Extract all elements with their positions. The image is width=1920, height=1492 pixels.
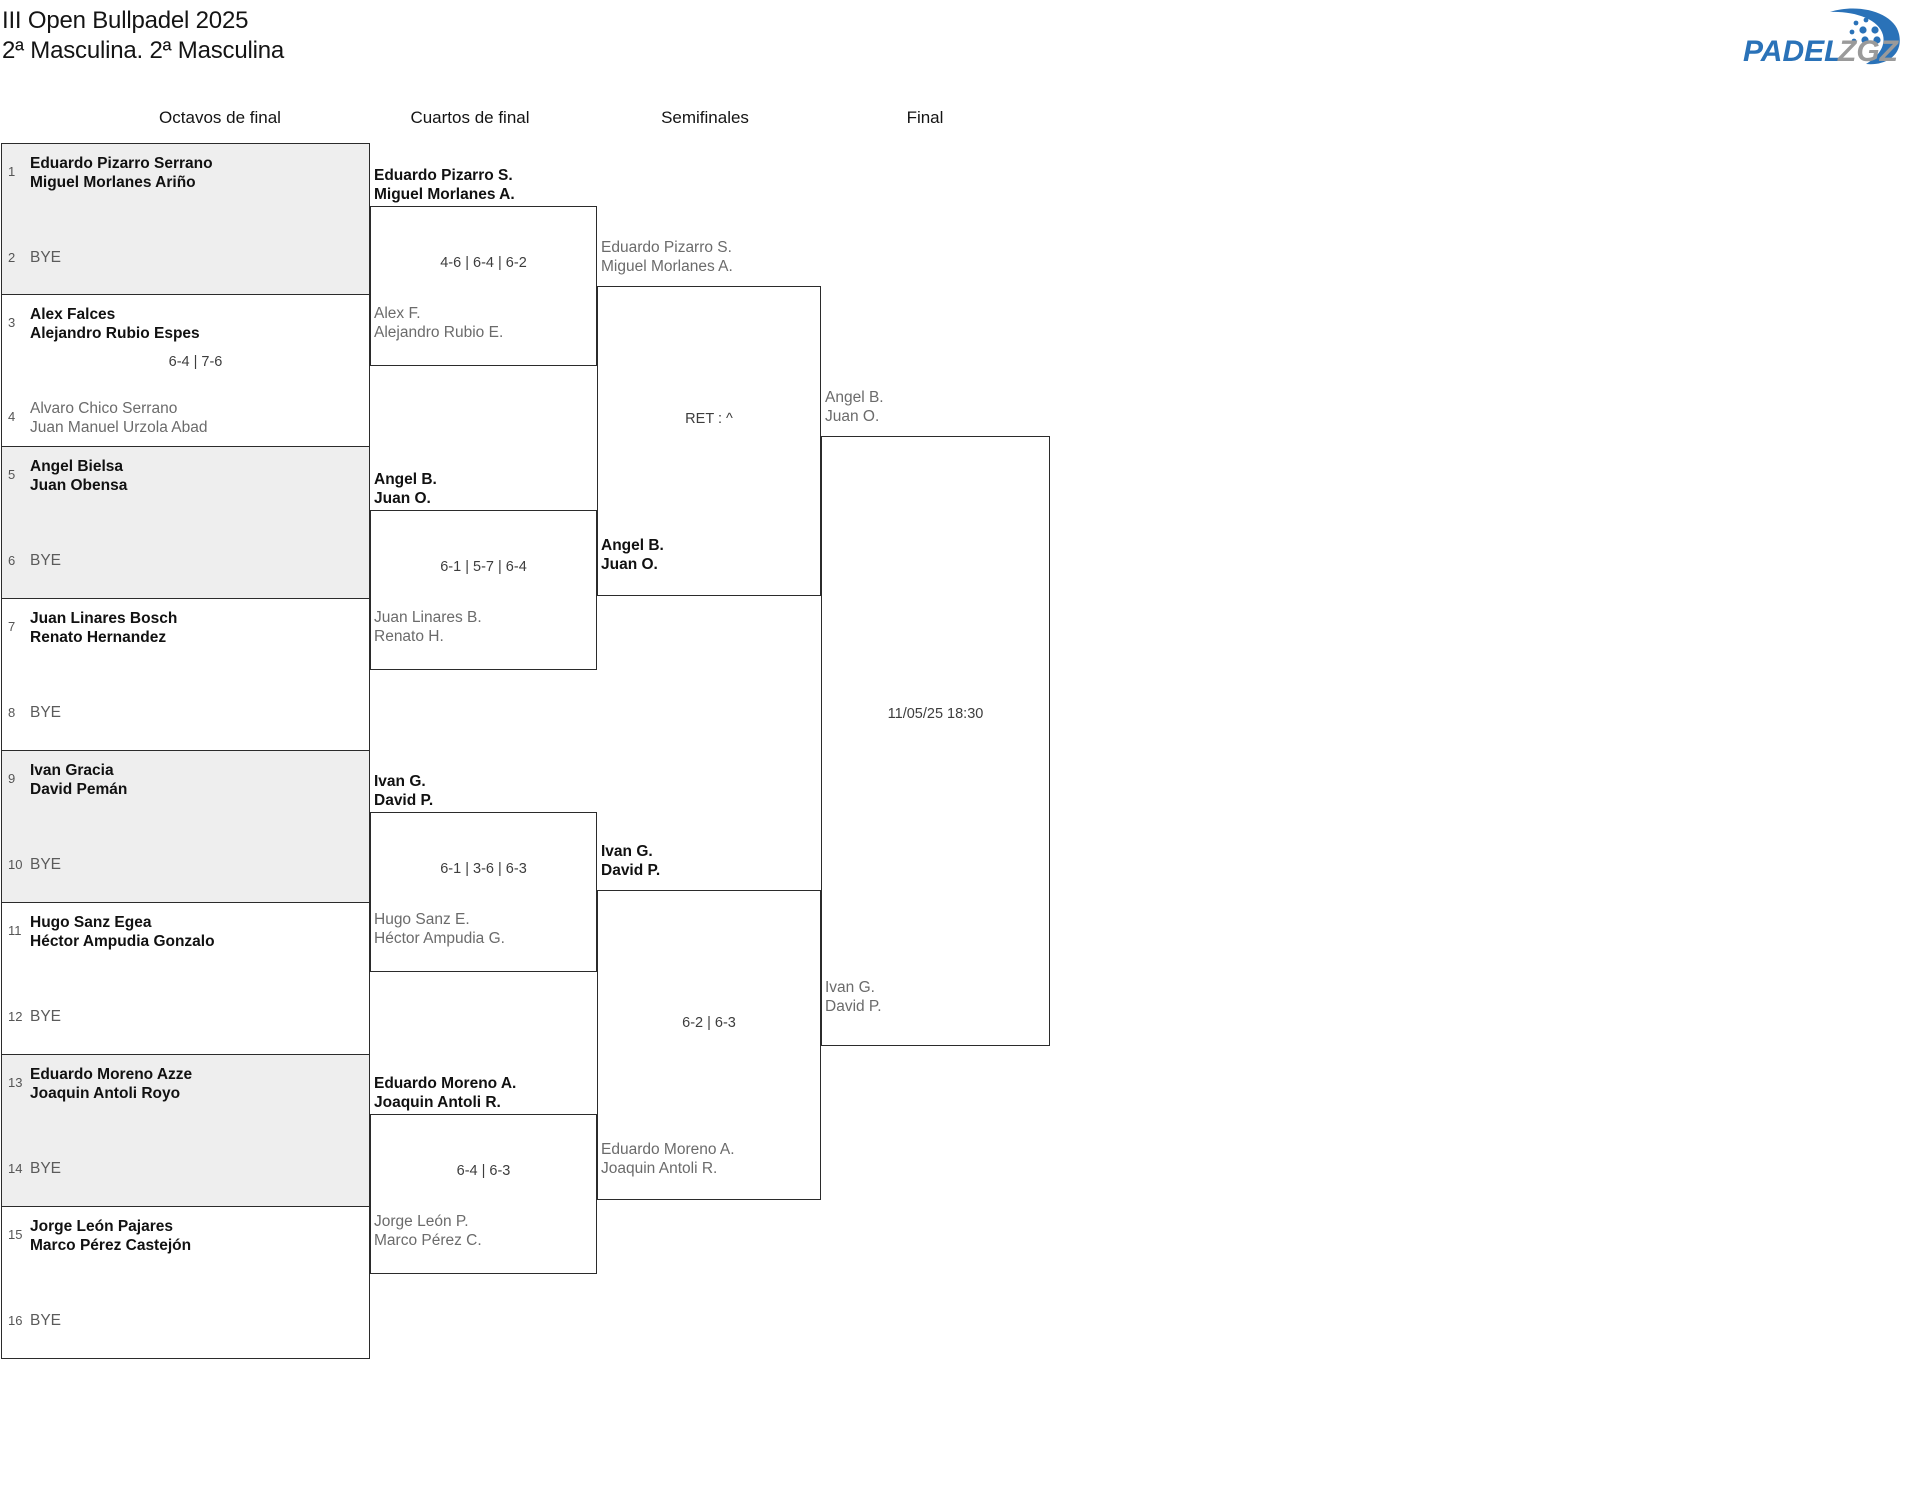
player-names: BYE bbox=[30, 552, 62, 569]
final-player-top: Angel B.Juan O. bbox=[825, 389, 884, 425]
logo-text-padel: PADEL bbox=[1743, 35, 1842, 68]
final-match[interactable] bbox=[821, 436, 1050, 1046]
cuartos-player-bottom: Juan Linares B.Renato H. bbox=[374, 609, 482, 645]
racket-holes-icon bbox=[1849, 17, 1891, 44]
semifinales-match[interactable] bbox=[597, 890, 821, 1200]
cuartos-player-top: Ivan G.David P. bbox=[374, 773, 434, 809]
seed-number: 10 bbox=[8, 857, 23, 872]
cuartos-player-top: Eduardo Pizarro S.Miguel Morlanes A. bbox=[374, 167, 515, 203]
player-names: BYE bbox=[30, 856, 62, 873]
player-names: BYE bbox=[30, 249, 62, 266]
semifinales-match[interactable] bbox=[597, 286, 821, 596]
cuartos-player-top: Angel B.Juan O. bbox=[374, 471, 437, 507]
semifinales-player-bottom: Angel B.Juan O. bbox=[601, 537, 664, 573]
cuartos-player-top: Eduardo Moreno A.Joaquin Antoli R. bbox=[374, 1075, 517, 1111]
seed-number: 11 bbox=[8, 923, 22, 938]
cuartos-match[interactable] bbox=[370, 812, 597, 972]
seed-number: 9 bbox=[8, 771, 16, 786]
seed-number: 14 bbox=[8, 1161, 23, 1176]
cuartos-match[interactable] bbox=[370, 1114, 597, 1274]
cuartos-player-bottom: Alex F.Alejandro Rubio E. bbox=[374, 305, 504, 341]
final-score: 11/05/25 18:30 bbox=[887, 706, 984, 722]
seed-number: 5 bbox=[8, 467, 16, 482]
seed-number: 16 bbox=[8, 1313, 23, 1328]
round-header-octavos: Octavos de final bbox=[159, 108, 281, 127]
cuartos-score: 6-1 | 3-6 | 6-3 bbox=[440, 861, 527, 877]
tournament-category: 2ª Masculina. 2ª Masculina bbox=[2, 37, 285, 64]
semifinales-player-top: Ivan G.David P. bbox=[601, 843, 661, 879]
semifinales-player-top: Eduardo Pizarro S.Miguel Morlanes A. bbox=[601, 239, 733, 275]
padelzgz-logo: PADEL ZGZ bbox=[1680, 4, 1910, 76]
cuartos-player-bottom: Jorge León P.Marco Pérez C. bbox=[374, 1213, 482, 1249]
tournament-name: III Open Bullpadel 2025 bbox=[2, 7, 249, 34]
final-player-bottom: Ivan G.David P. bbox=[825, 979, 882, 1015]
seed-number: 4 bbox=[8, 409, 16, 424]
cuartos-match[interactable] bbox=[370, 206, 597, 366]
cuartos-score: 6-4 | 6-3 bbox=[456, 1163, 511, 1179]
page-title: III Open Bullpadel 2025 2ª Masculina. 2ª… bbox=[2, 6, 284, 66]
seed-number: 7 bbox=[8, 619, 16, 634]
player-names: BYE bbox=[30, 704, 62, 721]
cuartos-match[interactable] bbox=[370, 510, 597, 670]
round-header-final: Final bbox=[906, 108, 944, 127]
semifinales-score: 6-2 | 6-3 bbox=[682, 1015, 736, 1031]
seed-number: 13 bbox=[8, 1075, 23, 1090]
cuartos-score: 4-6 | 6-4 | 6-2 bbox=[440, 255, 527, 271]
seed-number: 6 bbox=[8, 553, 16, 568]
cuartos-player-bottom: Hugo Sanz E.Héctor Ampudia G. bbox=[374, 911, 505, 947]
seed-number: 3 bbox=[8, 315, 16, 330]
seed-number: 8 bbox=[8, 705, 16, 720]
player-names: BYE bbox=[30, 1160, 62, 1177]
round-header-semifinales: Semifinales bbox=[661, 108, 749, 127]
semifinales-score: RET : ^ bbox=[685, 411, 733, 427]
player-names: BYE bbox=[30, 1312, 62, 1329]
round-header-cuartos: Cuartos de final bbox=[410, 108, 530, 127]
seed-number: 15 bbox=[8, 1227, 23, 1242]
seed-number: 2 bbox=[8, 250, 16, 265]
logo-text-zgz: ZGZ bbox=[1837, 35, 1900, 68]
padelzgz-logo-svg: PADEL ZGZ bbox=[1743, 8, 1900, 68]
racket-swoosh-icon bbox=[1830, 8, 1900, 65]
player-names: BYE bbox=[30, 1008, 62, 1025]
seed-number: 12 bbox=[8, 1009, 23, 1024]
match-score: 6-4 | 7-6 bbox=[168, 354, 223, 370]
semifinales-player-bottom: Eduardo Moreno A.Joaquin Antoli R. bbox=[601, 1141, 735, 1177]
seed-number: 1 bbox=[8, 164, 16, 179]
cuartos-score: 6-1 | 5-7 | 6-4 bbox=[440, 559, 527, 575]
